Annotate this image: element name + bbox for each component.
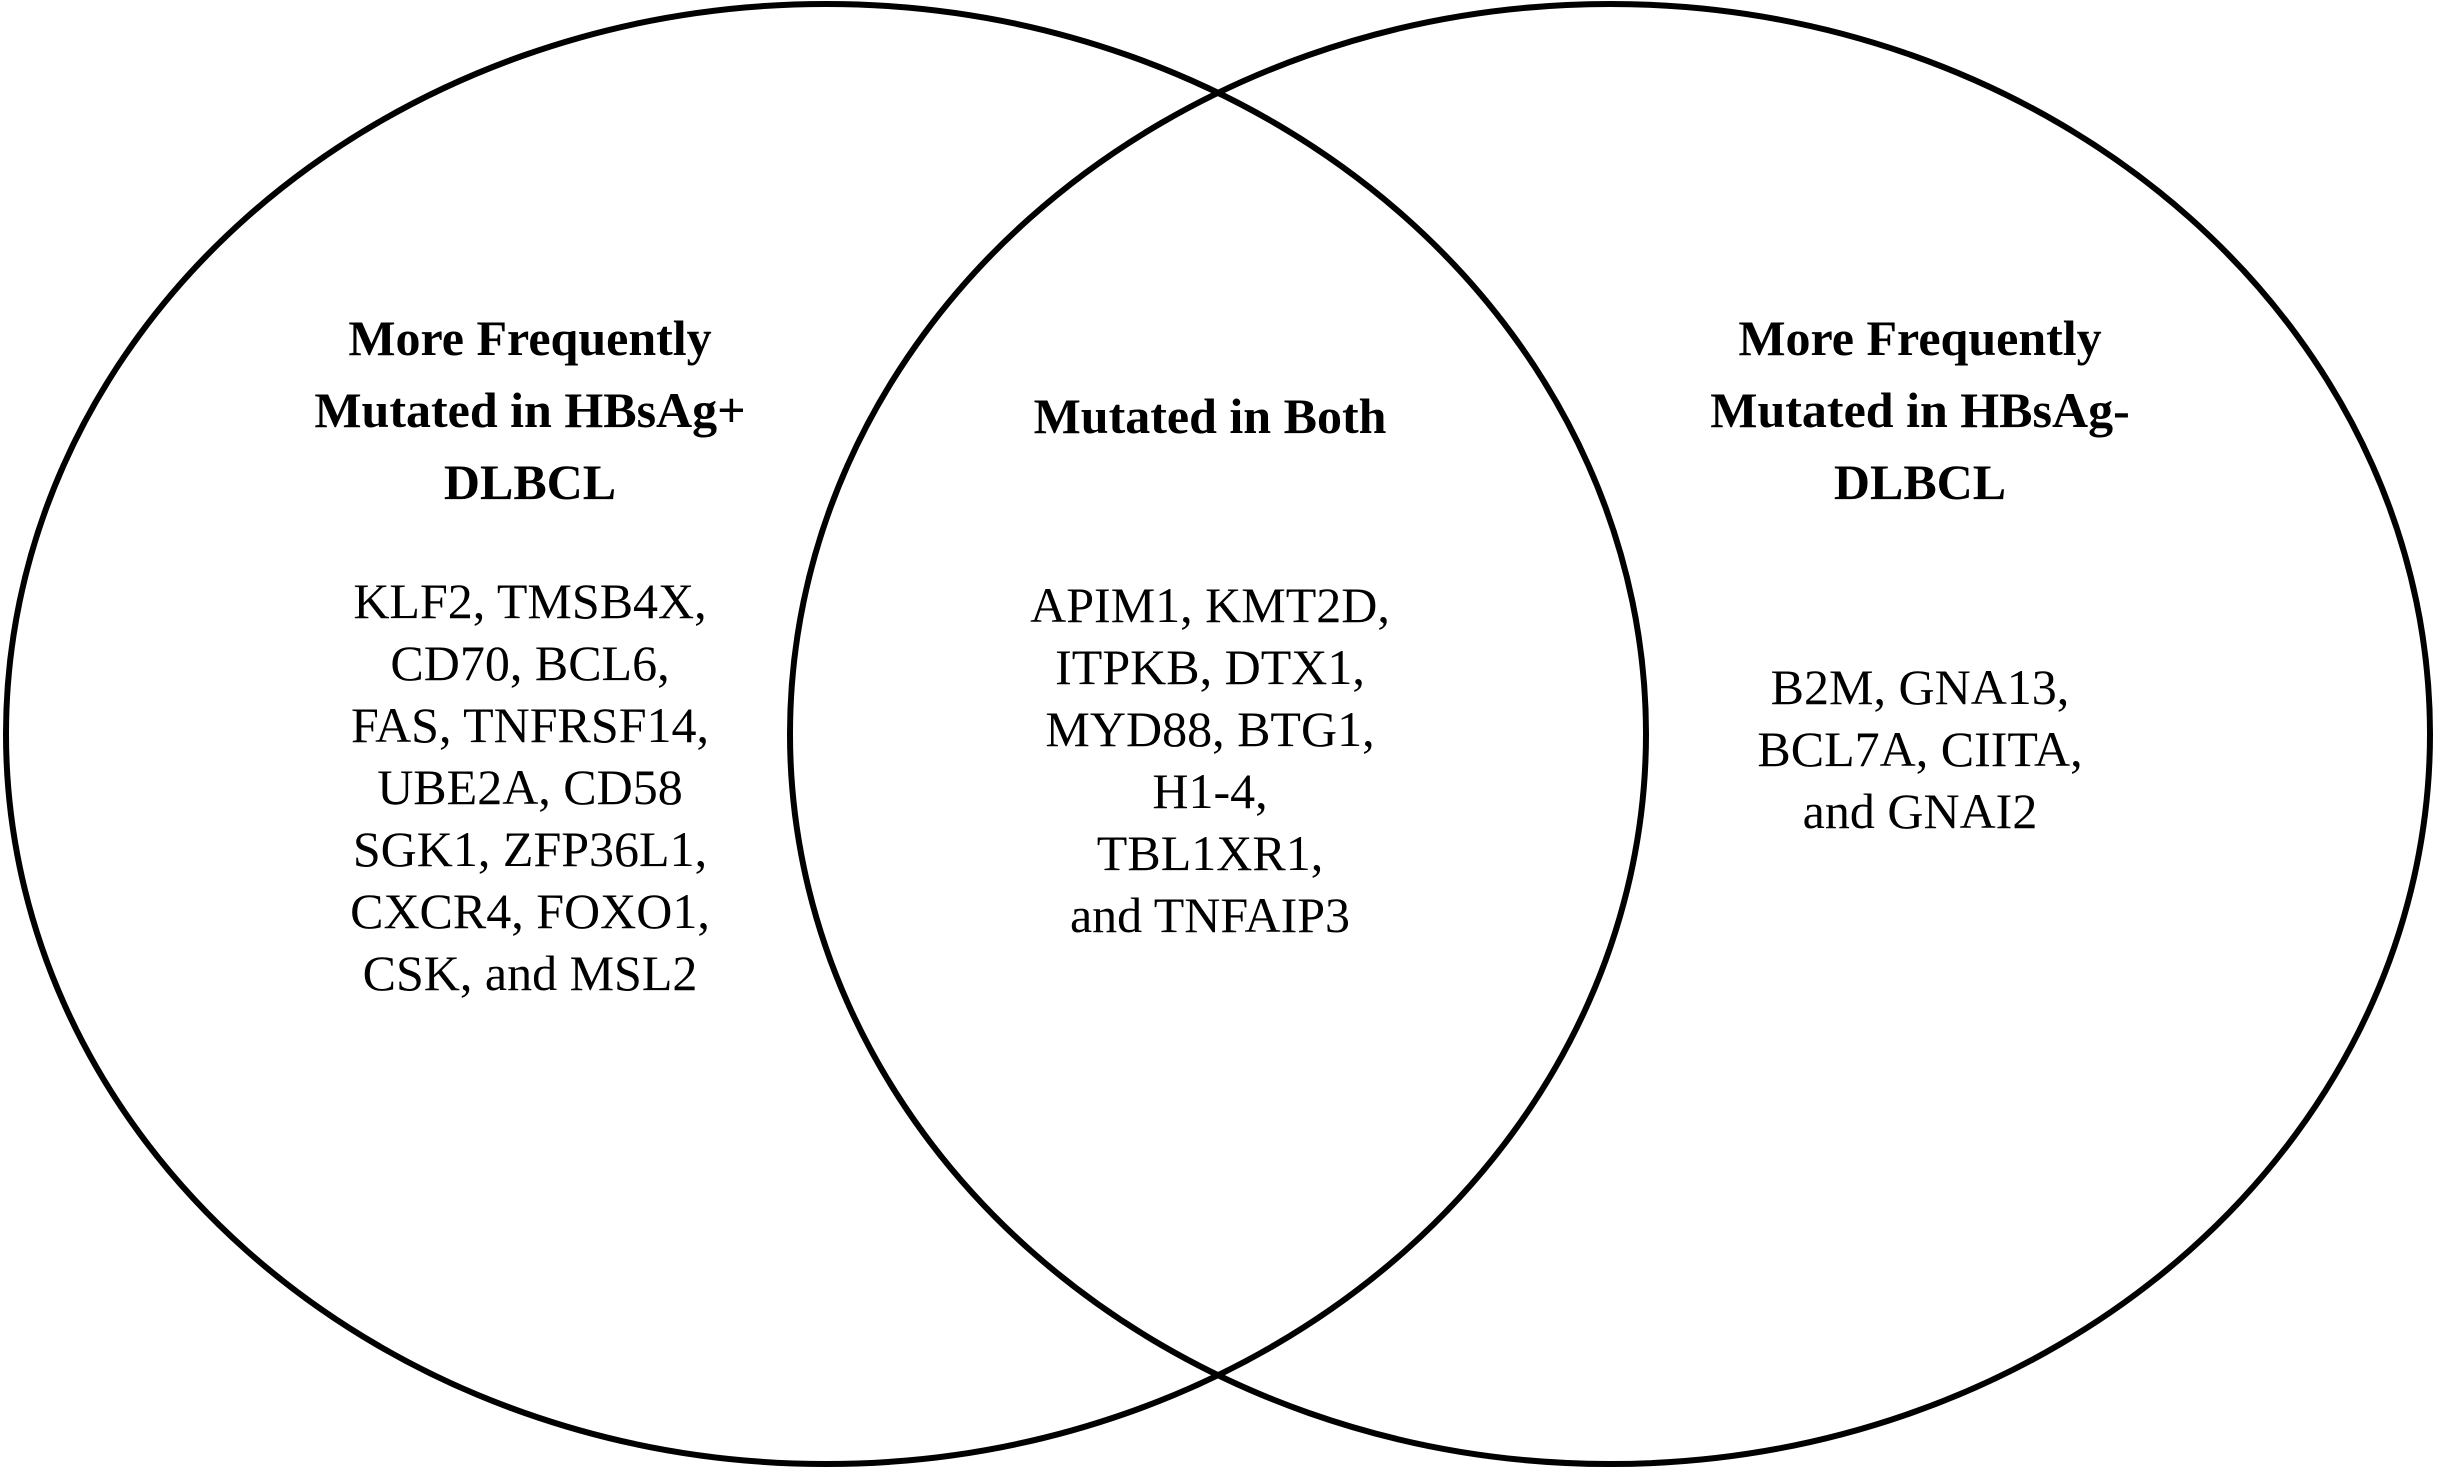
right-set-region: More Frequently Mutated in HBsAg- DLBCL … <box>1640 302 2200 842</box>
right-set-circle <box>787 1 2433 1467</box>
intersection-gene-list: APIM1, KMT2D, ITPKB, DTX1, MYD88, BTG1, … <box>1030 577 1390 943</box>
left-set-heading: More Frequently Mutated in HBsAg+ DLBCL <box>314 310 746 510</box>
right-set-gene-list: B2M, GNA13, BCL7A, CIITA, and GNAI2 <box>1757 659 2083 839</box>
right-set-heading: More Frequently Mutated in HBsAg- DLBCL <box>1710 310 2130 510</box>
left-set-region: More Frequently Mutated in HBsAg+ DLBCL … <box>250 302 810 1004</box>
left-set-gene-list: KLF2, TMSB4X, CD70, BCL6, FAS, TNFRSF14,… <box>350 573 710 1001</box>
intersection-heading: Mutated in Both <box>1033 388 1387 444</box>
intersection-region: Mutated in Both APIM1, KMT2D, ITPKB, DTX… <box>930 380 1490 946</box>
left-set-circle <box>3 1 1649 1467</box>
